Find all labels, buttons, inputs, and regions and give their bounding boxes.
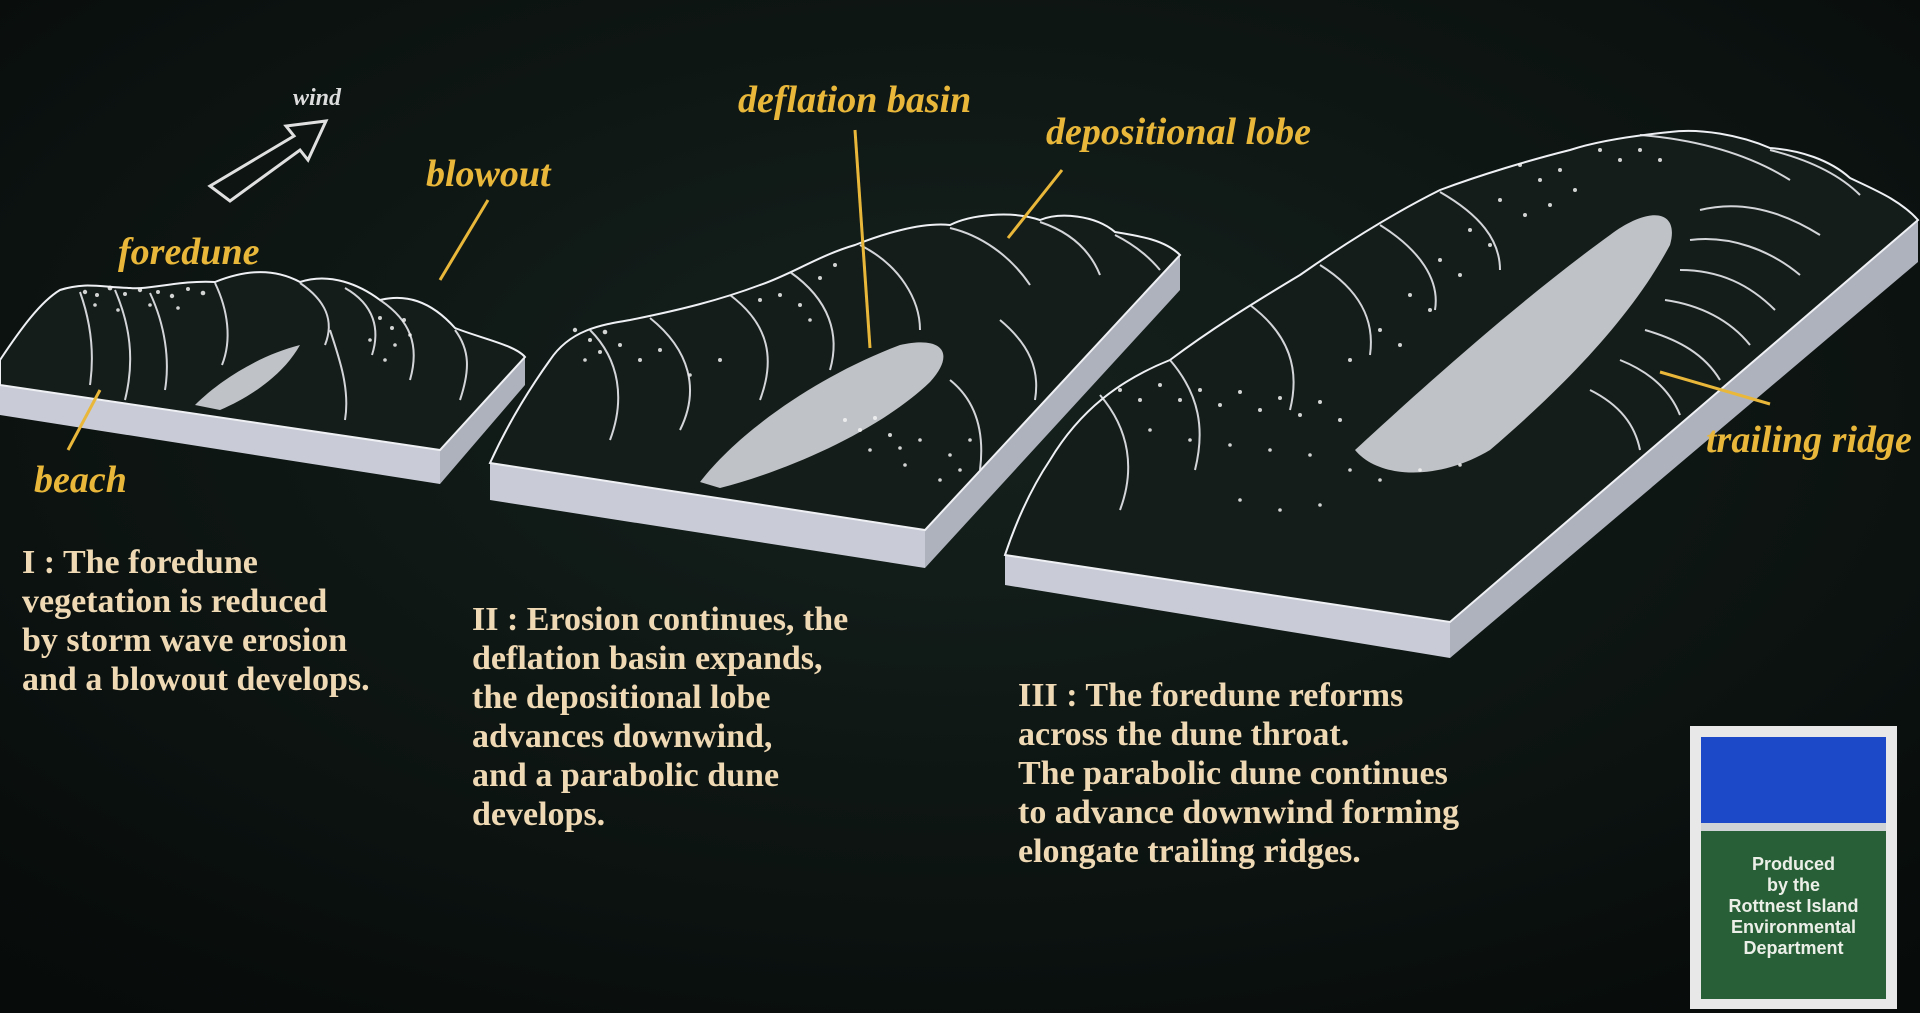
caption-stage-1-line: and a blowout develops.	[22, 660, 370, 699]
logo-horizon	[1701, 823, 1886, 831]
deflation-basin-label: deflation basin	[738, 78, 971, 122]
depositional-lobe-label: depositional lobe	[1046, 110, 1311, 154]
logo-text: Produced by the Rottnest Island Environm…	[1701, 854, 1886, 959]
trailing-ridge-label: trailing ridge	[1706, 418, 1912, 462]
caption-stage-2: II : Erosion continues, the deflation ba…	[472, 600, 848, 834]
caption-stage-2-line: II : Erosion continues, the	[472, 600, 848, 639]
logo-text-line: by the	[1701, 875, 1886, 896]
caption-stage-1-line: vegetation is reduced	[22, 582, 370, 621]
caption-stage-3-line: elongate trailing ridges.	[1018, 832, 1459, 871]
logo-sky	[1701, 737, 1886, 823]
caption-stage-2-line: the depositional lobe	[472, 678, 848, 717]
logo-text-line: Rottnest Island	[1701, 896, 1886, 917]
caption-stage-3: III : The foredune reforms across the du…	[1018, 676, 1459, 871]
caption-stage-2-line: deflation basin expands,	[472, 639, 848, 678]
caption-stage-3-line: III : The foredune reforms	[1018, 676, 1459, 715]
logo-text-line: Environmental	[1701, 917, 1886, 938]
logo-text-line: Produced	[1701, 854, 1886, 875]
caption-stage-3-line: The parabolic dune continues	[1018, 754, 1459, 793]
caption-stage-1-line: I : The foredune	[22, 543, 370, 582]
caption-stage-2-line: and a parabolic dune	[472, 756, 848, 795]
caption-stage-2-line: advances downwind,	[472, 717, 848, 756]
caption-stage-3-line: to advance downwind forming	[1018, 793, 1459, 832]
caption-stage-1: I : The foredune vegetation is reduced b…	[22, 543, 370, 699]
foredune-label: foredune	[118, 230, 259, 274]
rottnest-logo: Produced by the Rottnest Island Environm…	[1690, 726, 1897, 1009]
blowout-label: blowout	[426, 152, 551, 196]
caption-stage-3-line: across the dune throat.	[1018, 715, 1459, 754]
logo-text-line: Department	[1701, 938, 1886, 959]
caption-stage-1-line: by storm wave erosion	[22, 621, 370, 660]
wind-label: wind	[293, 85, 341, 112]
caption-stage-2-line: develops.	[472, 795, 848, 834]
beach-label: beach	[34, 458, 127, 502]
